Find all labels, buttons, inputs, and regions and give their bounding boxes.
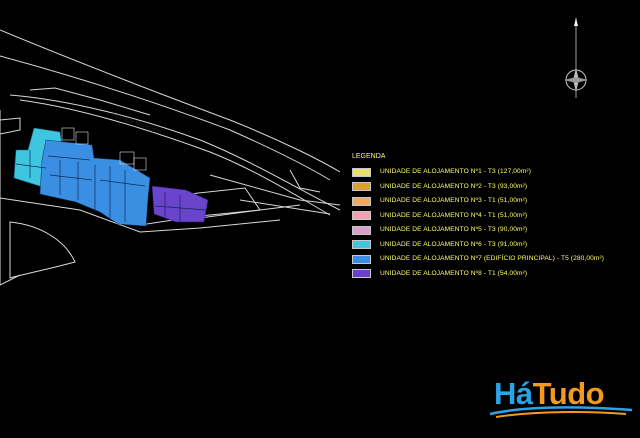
roof-outlines — [61, 127, 147, 171]
logo-text-part-2: Tudo — [532, 376, 605, 411]
legend-swatch — [352, 240, 371, 250]
road-edge-mid — [0, 55, 331, 181]
legend-swatch — [352, 269, 371, 279]
legend-swatch — [352, 167, 371, 177]
legend-row: UNIDADE DE ALOJAMENTO Nº7 (EDIFÍCIO PRIN… — [352, 252, 604, 267]
slope-line — [289, 169, 321, 193]
legend-title: LEGENDA — [352, 153, 386, 160]
roof-outline — [75, 131, 89, 145]
interior-wall — [49, 174, 93, 181]
lower-road-edge-2 — [139, 204, 301, 226]
road-lines — [0, 29, 341, 286]
interior-wall — [154, 205, 207, 211]
legend-swatch — [352, 225, 371, 235]
swoosh-orange — [495, 411, 627, 418]
legend-swatch — [352, 196, 371, 206]
north-arrow-icon — [564, 18, 588, 98]
compass-north-tip — [574, 18, 578, 26]
building-footprints — [13, 127, 209, 227]
legend-label: UNIDADE DE ALOJAMENTO Nº8 - T1 (54,00m²) — [380, 269, 528, 277]
logo-swoosh-icon — [489, 406, 633, 418]
secondary-path — [209, 174, 341, 206]
roof-outline — [133, 157, 147, 171]
interior-wall — [15, 163, 47, 169]
logo-text-part-1: Há — [494, 376, 533, 411]
legend-row: UNIDADE DE ALOJAMENTO Nº4 - T1 (51,00m²) — [352, 209, 582, 224]
legend-label: UNIDADE DE ALOJAMENTO Nº3 - T1 (51,00m²) — [380, 197, 528, 205]
legend-label: UNIDADE DE ALOJAMENTO Nº5 - T3 (90,00m²) — [380, 226, 528, 234]
legend-row: UNIDADE DE ALOJAMENTO Nº2 - T3 (93,00m²) — [352, 180, 582, 195]
legend-swatch — [352, 182, 371, 192]
legend-swatch — [352, 211, 371, 221]
legend-row: UNIDADE DE ALOJAMENTO Nº3 - T1 (51,00m²) — [352, 194, 582, 209]
legend-label: UNIDADE DE ALOJAMENTO Nº6 - T3 (91,00m²) — [380, 240, 528, 248]
interior-wall — [99, 179, 146, 187]
hatudo-logo: HáTudo — [486, 376, 636, 426]
retaining-wall — [239, 199, 331, 215]
legend-row: UNIDADE DE ALOJAMENTO Nº1 - T3 (127,00m²… — [352, 165, 582, 180]
curb-line — [29, 87, 151, 116]
road-edge-bottom — [19, 99, 331, 216]
legend-row: UNIDADE DE ALOJAMENTO Nº6 - T3 (91,00m²) — [352, 238, 582, 253]
roof-outline — [61, 127, 75, 141]
swoosh-blue — [489, 406, 633, 416]
lower-road-edge — [0, 197, 281, 233]
road-edge-lower — [9, 94, 341, 211]
hatch-area — [0, 117, 21, 135]
legend-label: UNIDADE DE ALOJAMENTO Nº1 - T3 (127,00m²… — [380, 168, 531, 176]
interior-wall — [47, 155, 91, 161]
logo-text: HáTudo — [494, 376, 605, 412]
compass-star-h — [564, 77, 588, 83]
legend-label: UNIDADE DE ALOJAMENTO Nº2 - T3 (93,00m²) — [380, 182, 528, 190]
map-legend: LEGENDA UNIDADE DE ALOJAMENTO Nº1 - T3 (… — [352, 152, 604, 282]
legend-label: UNIDADE DE ALOJAMENTO Nº7 (EDIFÍCIO PRIN… — [380, 255, 605, 263]
road-edge-upper — [0, 29, 341, 173]
roundabout-island — [9, 221, 76, 279]
legend-swatch — [352, 254, 371, 264]
interior-walls — [15, 150, 207, 222]
legend-row: UNIDADE DE ALOJAMENTO Nº8 - T1 (54,00m²) — [352, 267, 582, 282]
legend-row: UNIDADE DE ALOJAMENTO Nº5 - T3 (90,00m²) — [352, 223, 582, 238]
street-label: Estrada Municipal — [111, 111, 162, 135]
legend-label: UNIDADE DE ALOJAMENTO Nº4 - T1 (51,00m²) — [380, 211, 528, 219]
